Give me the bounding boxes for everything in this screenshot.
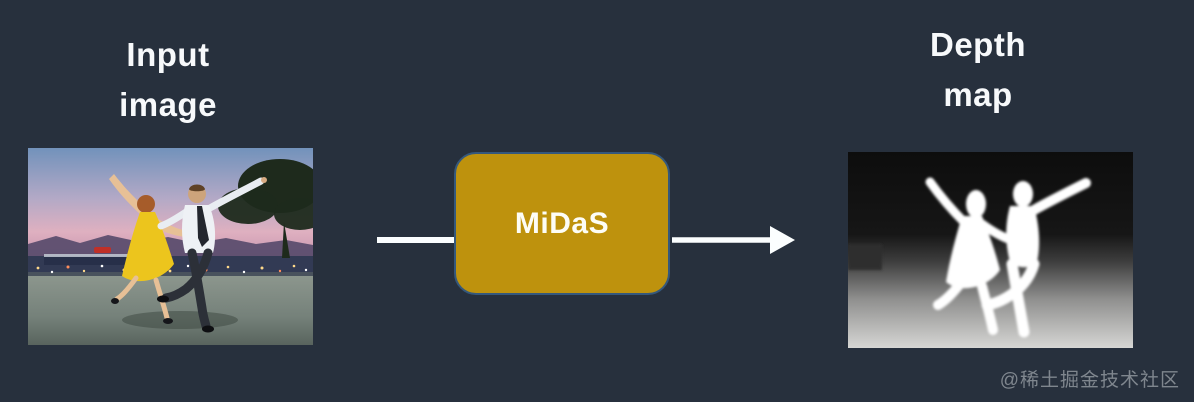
depth-map-label: Depth map bbox=[930, 26, 1026, 113]
depth-map-image bbox=[848, 152, 1133, 348]
input-image bbox=[28, 148, 313, 345]
depth-map-illustration bbox=[848, 152, 1133, 348]
midas-model-box: MiDaS bbox=[454, 152, 670, 295]
arrowhead-icon bbox=[770, 226, 795, 254]
input-to-midas-connector bbox=[377, 237, 455, 243]
midas-model-label: MiDaS bbox=[514, 206, 610, 240]
midas-to-output-arrow bbox=[672, 226, 795, 254]
watermark: @稀土掘金技术社区 bbox=[999, 370, 1180, 391]
input-image-label: Input image bbox=[119, 36, 217, 123]
input-photo-illustration bbox=[28, 148, 313, 345]
